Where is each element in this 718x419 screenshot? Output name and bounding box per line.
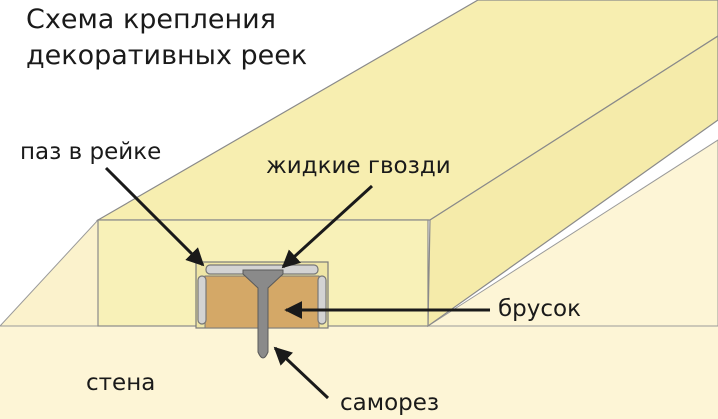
label-screw: саморез [340,390,440,416]
label-groove: паз в рейке [20,139,162,165]
wall-plane-right [426,139,718,327]
label-wall: стена [86,370,156,396]
screw-arrow [273,346,330,400]
label-batten: брусок [498,296,582,322]
diagram-title-line1: Схема крепления [26,4,276,35]
groove-arrow [104,166,205,267]
liquid-nails-left [197,275,207,325]
liquid-nails-right [317,275,327,325]
screw [242,269,284,359]
wall-plane [0,218,99,327]
label-liquid-nails: жидкие гвозди [266,153,451,179]
liquid-nails-arrow [281,184,374,269]
diagram-title-line2: декоративных реек [26,40,308,71]
slat-side [427,35,718,328]
wall-surface [0,326,718,419]
